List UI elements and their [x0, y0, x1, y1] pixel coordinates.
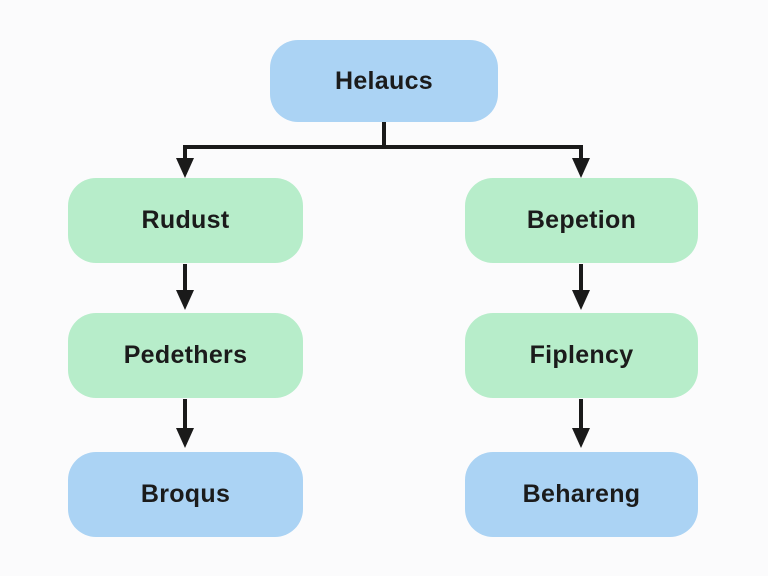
node-rudust: Rudust	[68, 178, 303, 263]
node-label: Fiplency	[529, 341, 634, 369]
node-label: Broqus	[140, 480, 231, 508]
node-fiplency: Fiplency	[465, 313, 698, 398]
node-label: Behareng	[522, 480, 641, 508]
node-broqus: Broqus	[68, 452, 303, 537]
node-label: Pedethers	[123, 341, 248, 369]
node-bepetion: Bepetion	[465, 178, 698, 263]
node-label: Rudust	[141, 206, 230, 234]
node-behareng: Behareng	[465, 452, 698, 537]
node-helaucs: Helaucs	[270, 40, 498, 122]
node-label: Helaucs	[335, 66, 433, 95]
node-label: Bepetion	[526, 206, 637, 234]
node-pedethers: Pedethers	[68, 313, 303, 398]
